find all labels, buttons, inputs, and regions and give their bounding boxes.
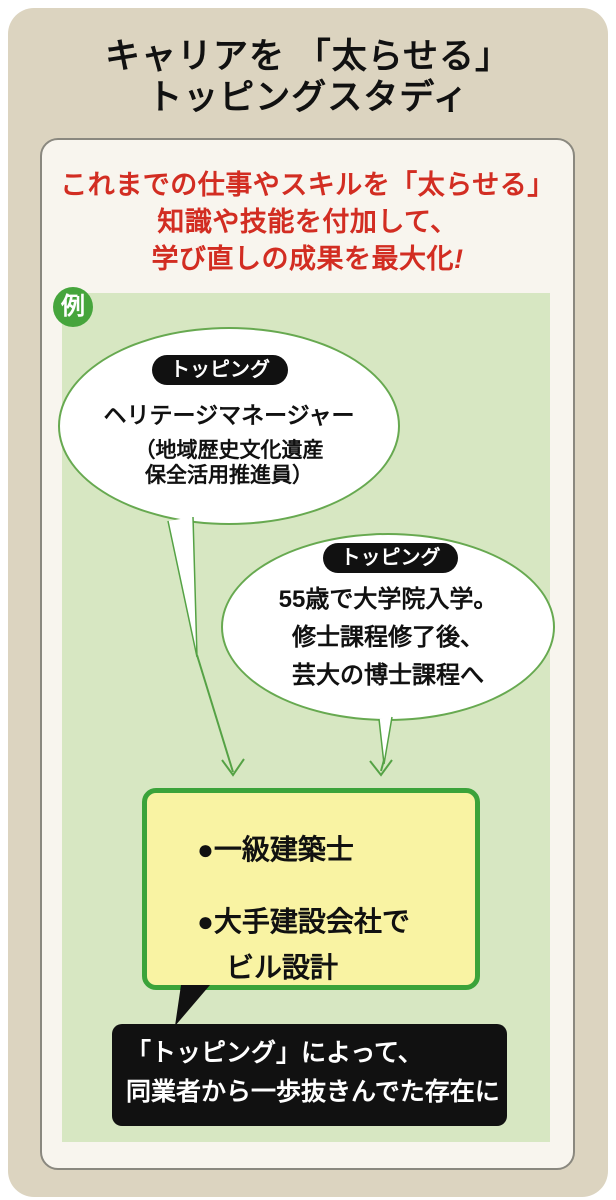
intro-statement: これまでの仕事やスキルを「太らせる」 知識や技能を付加して、 学び直しの成果を最… <box>40 167 575 278</box>
page-title: キャリアを 「太らせる」 トッピングスタディ <box>8 36 608 118</box>
intro-line2: 知識や技能を付加して、 <box>157 207 458 237</box>
topping-tag-1: トッピング <box>152 355 288 385</box>
topping-2-line3: 芸大の博士課程へ <box>292 662 484 689</box>
page-title-line1: キャリアを 「太らせる」 <box>104 37 512 76</box>
page-title-line2: トッピングスタディ <box>147 78 469 117</box>
bullet-icon: ● <box>197 906 214 937</box>
base-item-2-cont: ビル設計 <box>226 952 339 983</box>
example-badge: 例 <box>53 287 93 327</box>
result-callout: 「トッピング」によって、 同業者から一歩抜きんでた存在に <box>112 1024 507 1126</box>
topping-1-line2: （地域歴史文化遺産 <box>134 439 324 462</box>
exclamation-mark: ! <box>454 244 464 274</box>
topping-1-line3: 保全活用推進員） <box>145 464 313 487</box>
topping-2-line1: 55歳で大学院入学。 <box>278 586 498 613</box>
callout-line1: 「トッピング」によって、 <box>126 1039 423 1067</box>
topping-bubble-2-text: 55歳で大学院入学。 修士課程修了後、 芸大の博士課程へ <box>221 581 555 695</box>
topping-1-line1: ヘリテージマネージャー <box>103 402 355 428</box>
intro-line1: これまでの仕事やスキルを「太らせる」 <box>60 170 555 200</box>
career-base-box: ●一級建築士 ●大手建設会社で ビル設計 <box>142 788 480 990</box>
topping-2-line2: 修士課程修了後、 <box>292 624 484 651</box>
intro-line3: 学び直しの成果を最大化! <box>151 244 464 274</box>
bullet-icon: ● <box>197 834 214 865</box>
callout-line2: 同業者から一歩抜きんでた存在に <box>126 1078 500 1106</box>
topping-tag-2: トッピング <box>323 543 458 573</box>
base-item-1: ●一級建築士 <box>197 834 354 865</box>
topping-bubble-1-text: ヘリテージマネージャー （地域歴史文化遺産 保全活用推進員） <box>58 401 400 488</box>
base-item-2: ●大手建設会社で <box>197 906 410 937</box>
